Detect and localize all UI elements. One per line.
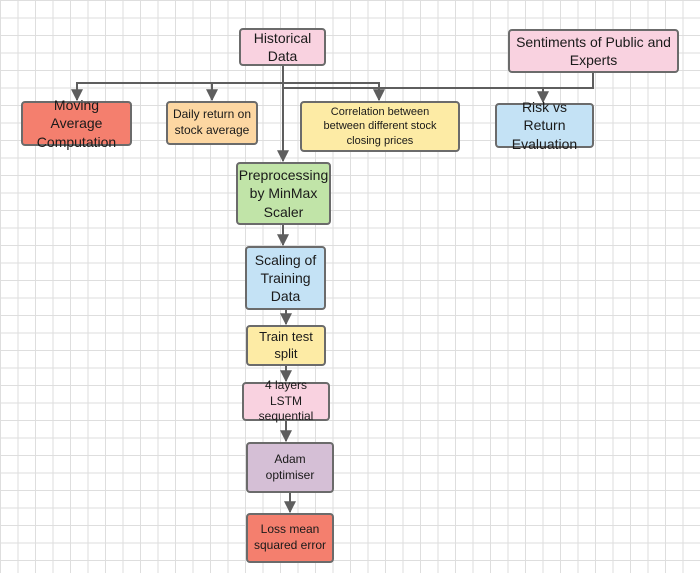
preprocessing-node[interactable]: Preprocessing by MinMax Scaler (236, 162, 331, 225)
risk-return-node[interactable]: Risk vs Return Evaluation (495, 99, 594, 152)
train-test-split-node[interactable]: Train test split (246, 325, 326, 366)
moving-average-node[interactable]: Moving Average Computation (21, 97, 132, 150)
connector-historical-to-correlation (283, 82, 385, 102)
sentiments-node[interactable]: Sentiments of Public and Experts (508, 29, 679, 73)
lstm-node[interactable]: 4 layers LSTM sequential (242, 378, 330, 423)
historical-data-node[interactable]: Historical Data (239, 28, 326, 66)
correlation-node[interactable]: Correlation between between different st… (300, 101, 460, 152)
scaling-node[interactable]: Scaling of Training Data (245, 246, 326, 310)
connector-historical-to-daily-return (206, 82, 283, 102)
loss-node[interactable]: Loss mean squared error (246, 513, 334, 563)
daily-return-node[interactable]: Daily return on stock average (166, 101, 258, 145)
adam-optimiser-node[interactable]: Adam optimiser (246, 442, 334, 493)
connector-sentiments-to-risk-return (543, 73, 594, 89)
